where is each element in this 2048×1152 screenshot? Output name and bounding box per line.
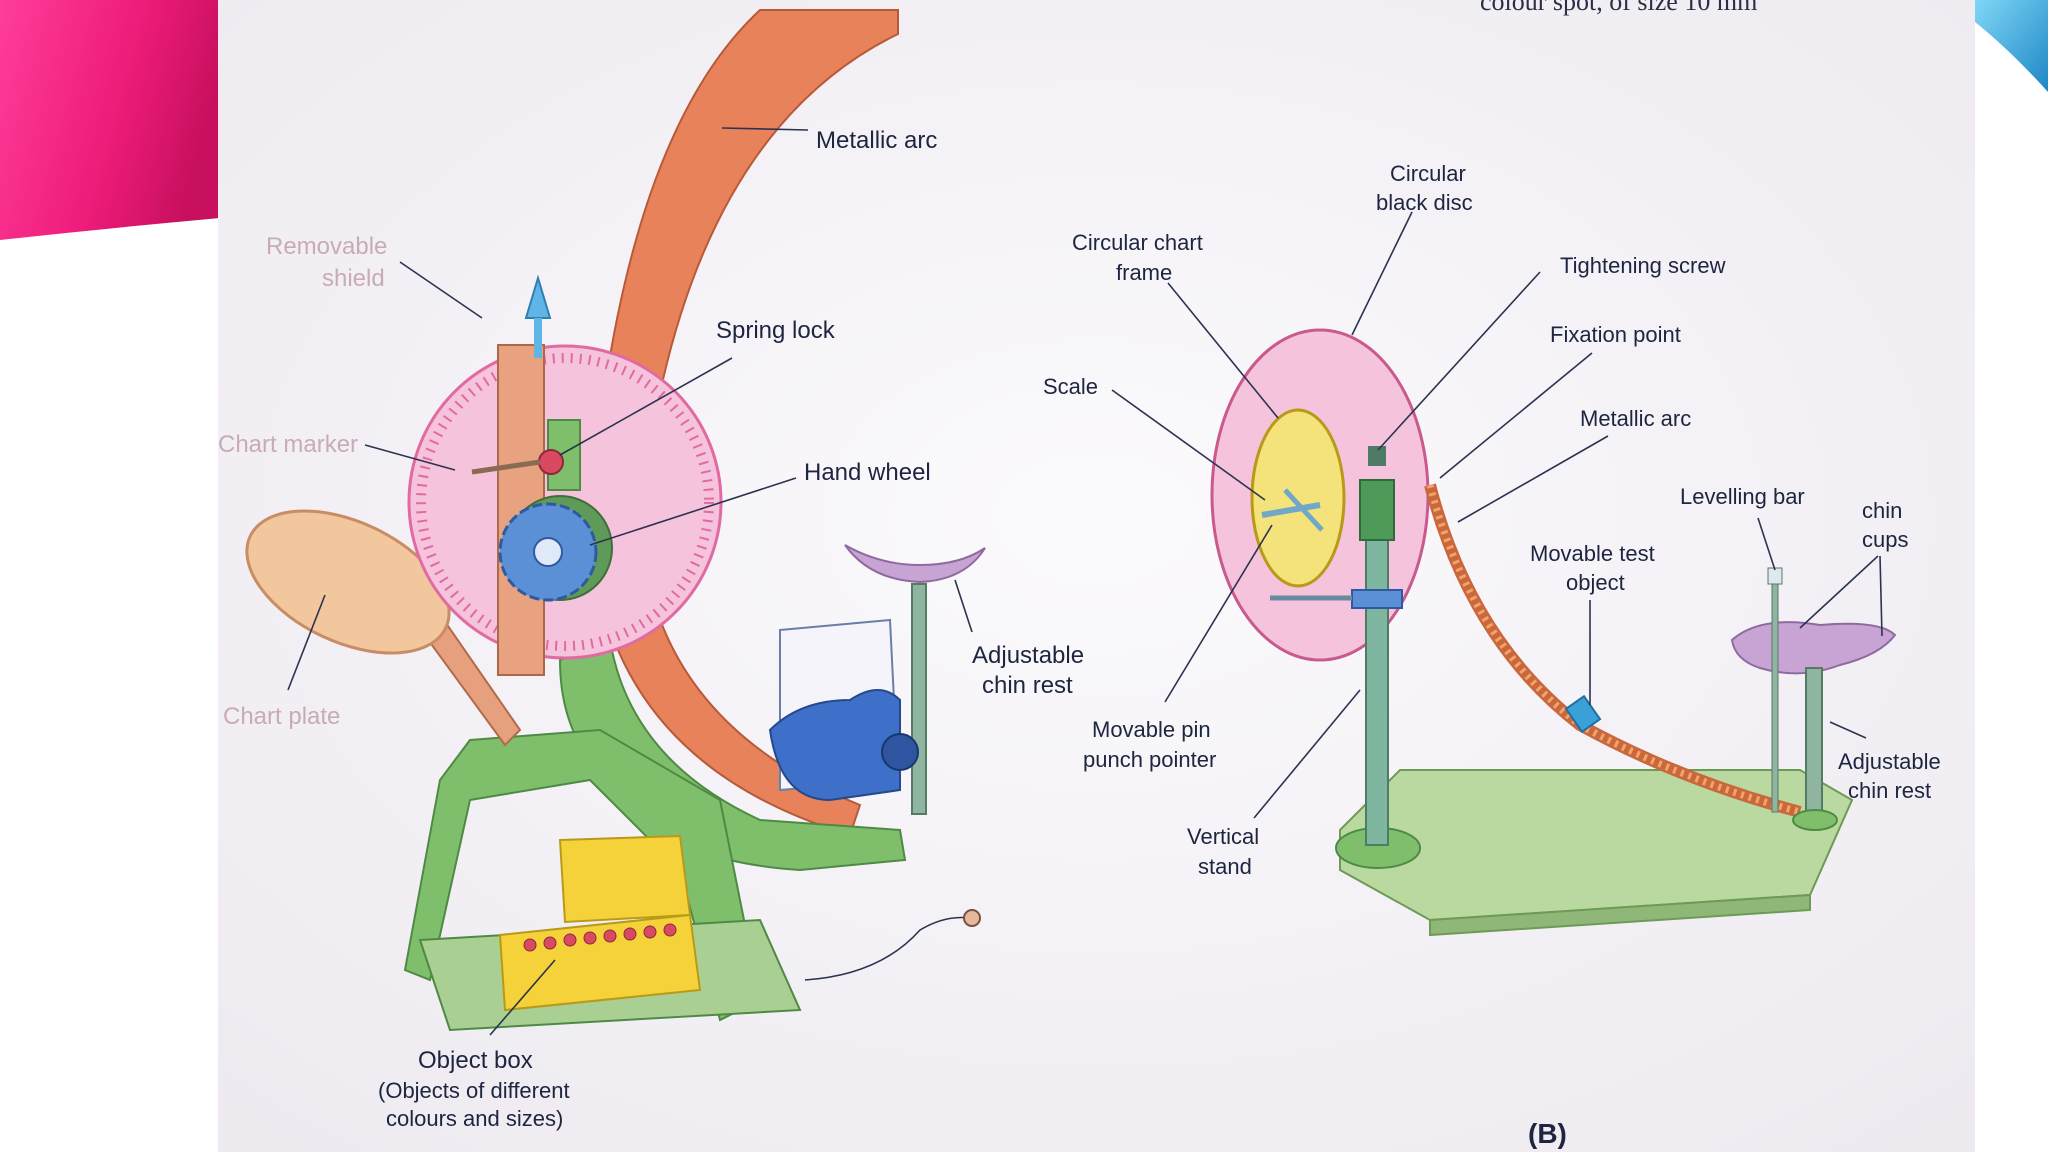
leader-chin-cups-1 (1799, 555, 1879, 629)
label-removable-shield-line1: Removable (266, 233, 387, 260)
levelling-bar-cap (1767, 567, 1783, 585)
label-chin-rest-b-line1: Adjustable (1838, 749, 1941, 774)
label-circular-chart-frame-line1: Circular chart (1072, 230, 1203, 255)
object-box-lid (558, 834, 692, 924)
leader-movable-pin (1164, 524, 1273, 703)
label-removable-shield-line2: shield (322, 265, 385, 292)
label-movable-pin-line1: Movable pin (1092, 717, 1211, 742)
pointer-stem (534, 318, 542, 358)
leader-tightening-screw (1377, 271, 1541, 451)
leader-scale (1111, 389, 1266, 501)
label-vertical-stand-line1: Vertical (1187, 824, 1259, 849)
drum-knob (881, 733, 919, 771)
cable (804, 916, 971, 981)
circular-disc-b (1250, 408, 1346, 588)
levelling-bar (1771, 571, 1779, 813)
leader-fixation-point (1439, 352, 1593, 479)
tightening-screw-knob (1368, 446, 1386, 466)
label-tightening-screw: Tightening screw (1560, 253, 1726, 278)
figure-a: Metallic arc Removable shield Spring loc… (218, 9, 1084, 1131)
leader-object-box (489, 959, 556, 1036)
label-scale: Scale (1043, 374, 1098, 399)
label-hand-wheel: Hand wheel (804, 459, 931, 486)
leader-spring-lock (559, 357, 733, 456)
label-fixation-point: Fixation point (1550, 322, 1681, 347)
label-levelling-bar: Levelling bar (1680, 484, 1805, 509)
label-chin-rest-a-line2: chin rest (982, 672, 1073, 699)
cable-plug (963, 909, 981, 927)
label-circular-black-disc-line1: Circular (1390, 161, 1466, 186)
label-chin-rest-b-line2: chin rest (1848, 778, 1931, 803)
vertical-stand-b (1365, 489, 1389, 846)
pin-punch-pointer (1261, 502, 1321, 518)
label-object-box-note-line2: colours and sizes) (386, 1106, 563, 1131)
base-board-b (1339, 769, 1854, 922)
slide-accent-left (0, 0, 220, 240)
label-movable-pin-line2: punch pointer (1083, 747, 1216, 772)
metallic-arc-a (588, 9, 899, 837)
chin-cup-a (844, 544, 986, 584)
stand-collar (1351, 589, 1403, 609)
spring-lock-knob (538, 449, 564, 475)
stand-legs-a (403, 728, 762, 1022)
label-metallic-arc-a: Metallic arc (816, 127, 937, 154)
label-chart-marker: Chart marker (218, 431, 358, 458)
label-movable-test-object-line1: Movable test (1530, 541, 1655, 566)
leader-removable-shield (399, 261, 483, 319)
movable-test-object (1564, 694, 1602, 734)
housing-drum (768, 689, 901, 802)
leader-levelling-bar (1757, 517, 1776, 571)
leader-hand-wheel (589, 477, 797, 546)
label-chin-rest-a-line1: Adjustable (972, 642, 1084, 669)
figure-b-caption: (B) (1528, 1118, 1567, 1149)
chart-marker-rod (471, 459, 541, 475)
label-metallic-arc-b: Metallic arc (1580, 406, 1691, 431)
hand-wheel-center (533, 537, 563, 567)
label-object-box: Object box (418, 1047, 533, 1074)
label-spring-lock: Spring lock (716, 317, 836, 344)
chin-rest-post-a (911, 583, 927, 815)
page-header-fragment: colour spot, of size 10 mm (1480, 0, 1757, 16)
leader-vertical-stand (1253, 689, 1361, 819)
label-chin-cups-line1: chin (1862, 498, 1902, 523)
chin-rest-foot-b (1792, 809, 1838, 831)
label-object-box-note-line1: (Objects of different (378, 1078, 570, 1103)
leader-chin-cups-2 (1879, 555, 1883, 637)
label-chin-cups-line2: cups (1862, 527, 1908, 552)
leader-circular-black-disc (1351, 211, 1413, 336)
leader-circular-chart-frame (1167, 282, 1279, 419)
label-chart-plate: Chart plate (223, 703, 340, 730)
chart-plate (245, 509, 451, 655)
chart-frame-scale (416, 353, 714, 651)
object-box-items (523, 923, 677, 952)
slide-accent-right (1975, 0, 2048, 92)
leader-chin-rest-a (954, 579, 973, 633)
label-movable-test-object-line2: object (1566, 570, 1625, 595)
leader-metallic-arc-b (1457, 435, 1609, 523)
fixation-clamp (1359, 479, 1395, 541)
leader-chart-plate (287, 594, 326, 691)
label-vertical-stand-line2: stand (1198, 854, 1252, 879)
leader-metallic-arc-a (721, 127, 809, 131)
figure-b: Circular black disc Circular chart frame… (1043, 161, 1941, 1149)
scale-bar (1283, 488, 1324, 532)
label-circular-chart-frame-line2: frame (1116, 260, 1172, 285)
leader-chin-rest-b (1829, 721, 1867, 739)
base-board-edge (1429, 893, 1811, 937)
leader-chart-marker (364, 444, 456, 471)
chin-rest-post-b (1805, 667, 1823, 819)
label-circular-black-disc-line2: black disc (1376, 190, 1473, 215)
